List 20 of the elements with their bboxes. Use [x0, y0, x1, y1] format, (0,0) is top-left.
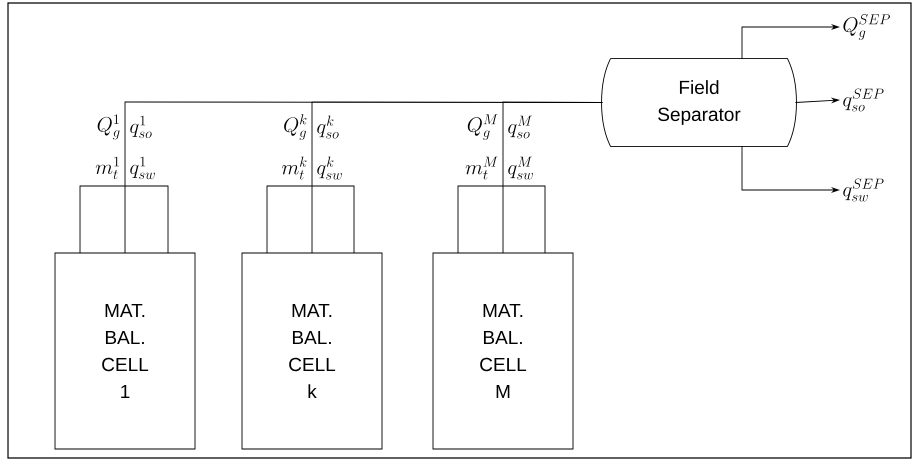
pipe-line — [502, 102, 603, 253]
stream-symbol: $q^{1}_{so}$ — [130, 116, 152, 138]
stream-symbol: $m^{k}_{t}$ — [282, 156, 306, 180]
cell-box: MAT. BAL. CELL M — [432, 252, 574, 450]
stream-symbol: $m^{M}_{t}$ — [466, 156, 498, 180]
stream-label: $Q^{SEP}_{g}$ — [843, 14, 890, 40]
stream-symbol: $q^{k}_{so}$ — [317, 116, 339, 138]
cell-box: MAT. BAL. CELL 1 — [54, 252, 196, 450]
separator-vessel: Field Separator — [601, 58, 797, 147]
stream-symbol: $q^{1}_{sw}$ — [130, 156, 155, 180]
stream-symbol: $m^{1}_{t}$ — [96, 156, 119, 180]
cell-box: MAT. BAL. CELL k — [242, 252, 382, 450]
stream-symbol: $Q^{k}_{g}$ — [284, 114, 306, 140]
stream-symbol: $q^{k}_{sw}$ — [317, 156, 342, 180]
stream-symbol: $q^{M}_{sw}$ — [508, 156, 533, 180]
stream-symbol: $q^{M}_{so}$ — [508, 116, 532, 138]
stream-label: $q^{SEP}_{sw}$ — [843, 178, 884, 202]
stream-symbol: $Q^{1}_{g}$ — [98, 114, 120, 140]
stream-symbol: $Q^{M}_{g}$ — [468, 114, 498, 140]
stream-label: $q^{SEP}_{so}$ — [843, 88, 884, 112]
